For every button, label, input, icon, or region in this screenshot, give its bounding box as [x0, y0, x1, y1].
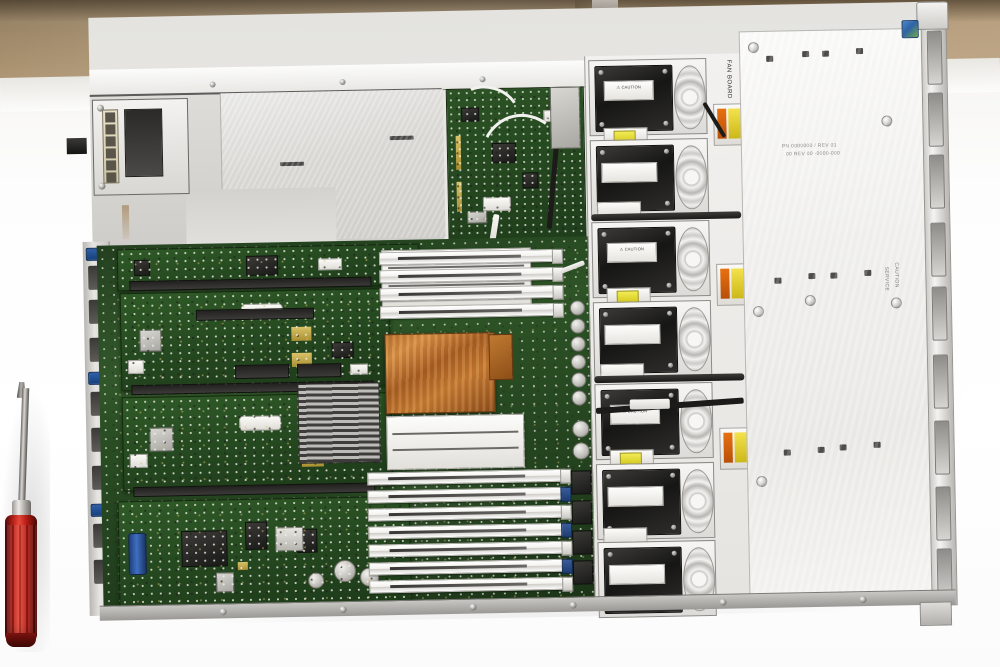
- fan-module[interactable]: ⚠ CAUTION: [594, 381, 714, 461]
- lid-marking-line2: 00 REV 00 -0000-000: [785, 150, 841, 158]
- copper-heatsink-bracket: [488, 333, 514, 381]
- air-baffle-2: [385, 413, 525, 471]
- power-supply-lower-panel: [185, 187, 337, 249]
- copper-heatsink: [384, 332, 496, 415]
- memory-connector: [195, 307, 315, 321]
- fan-module[interactable]: ⚠ CAUTION: [588, 58, 708, 137]
- rail-marking-1: CAUTION: [893, 262, 900, 288]
- screwdriver-handle-cap: [6, 633, 36, 647]
- psu-stain: [121, 205, 130, 240]
- rail-marking-2: SERVICE: [883, 266, 890, 292]
- psu-black-module: [124, 108, 164, 178]
- vga-connector[interactable]: [128, 532, 147, 576]
- finned-heatsink: [297, 382, 381, 464]
- lid-marking-line1: PN 0000000 / REV 01: [781, 142, 837, 150]
- screwdriver-handle: [5, 515, 37, 645]
- psu-connector-strip: [102, 109, 120, 184]
- inspection-sticker: [901, 19, 919, 39]
- rail-end-cap: [916, 1, 949, 30]
- fan-board-text: FAN BOARD: [725, 59, 732, 99]
- harness-label: [629, 398, 670, 410]
- board-connector-b: [296, 363, 342, 378]
- air-baffle-cover[interactable]: PN 0000000 / REV 01 00 REV 00 -0000-000: [738, 27, 938, 608]
- board-connector-a: [234, 364, 290, 380]
- psu-release-tab[interactable]: [66, 137, 87, 155]
- server-chassis: FAN BOARD ⚠ CAUTION FAN 1 ⚠ CAUTION: [66, 0, 976, 627]
- riser-bracket: [549, 86, 581, 150]
- fan-module[interactable]: ⚠ CAUTION: [591, 219, 711, 299]
- chassis-foot: [919, 601, 953, 627]
